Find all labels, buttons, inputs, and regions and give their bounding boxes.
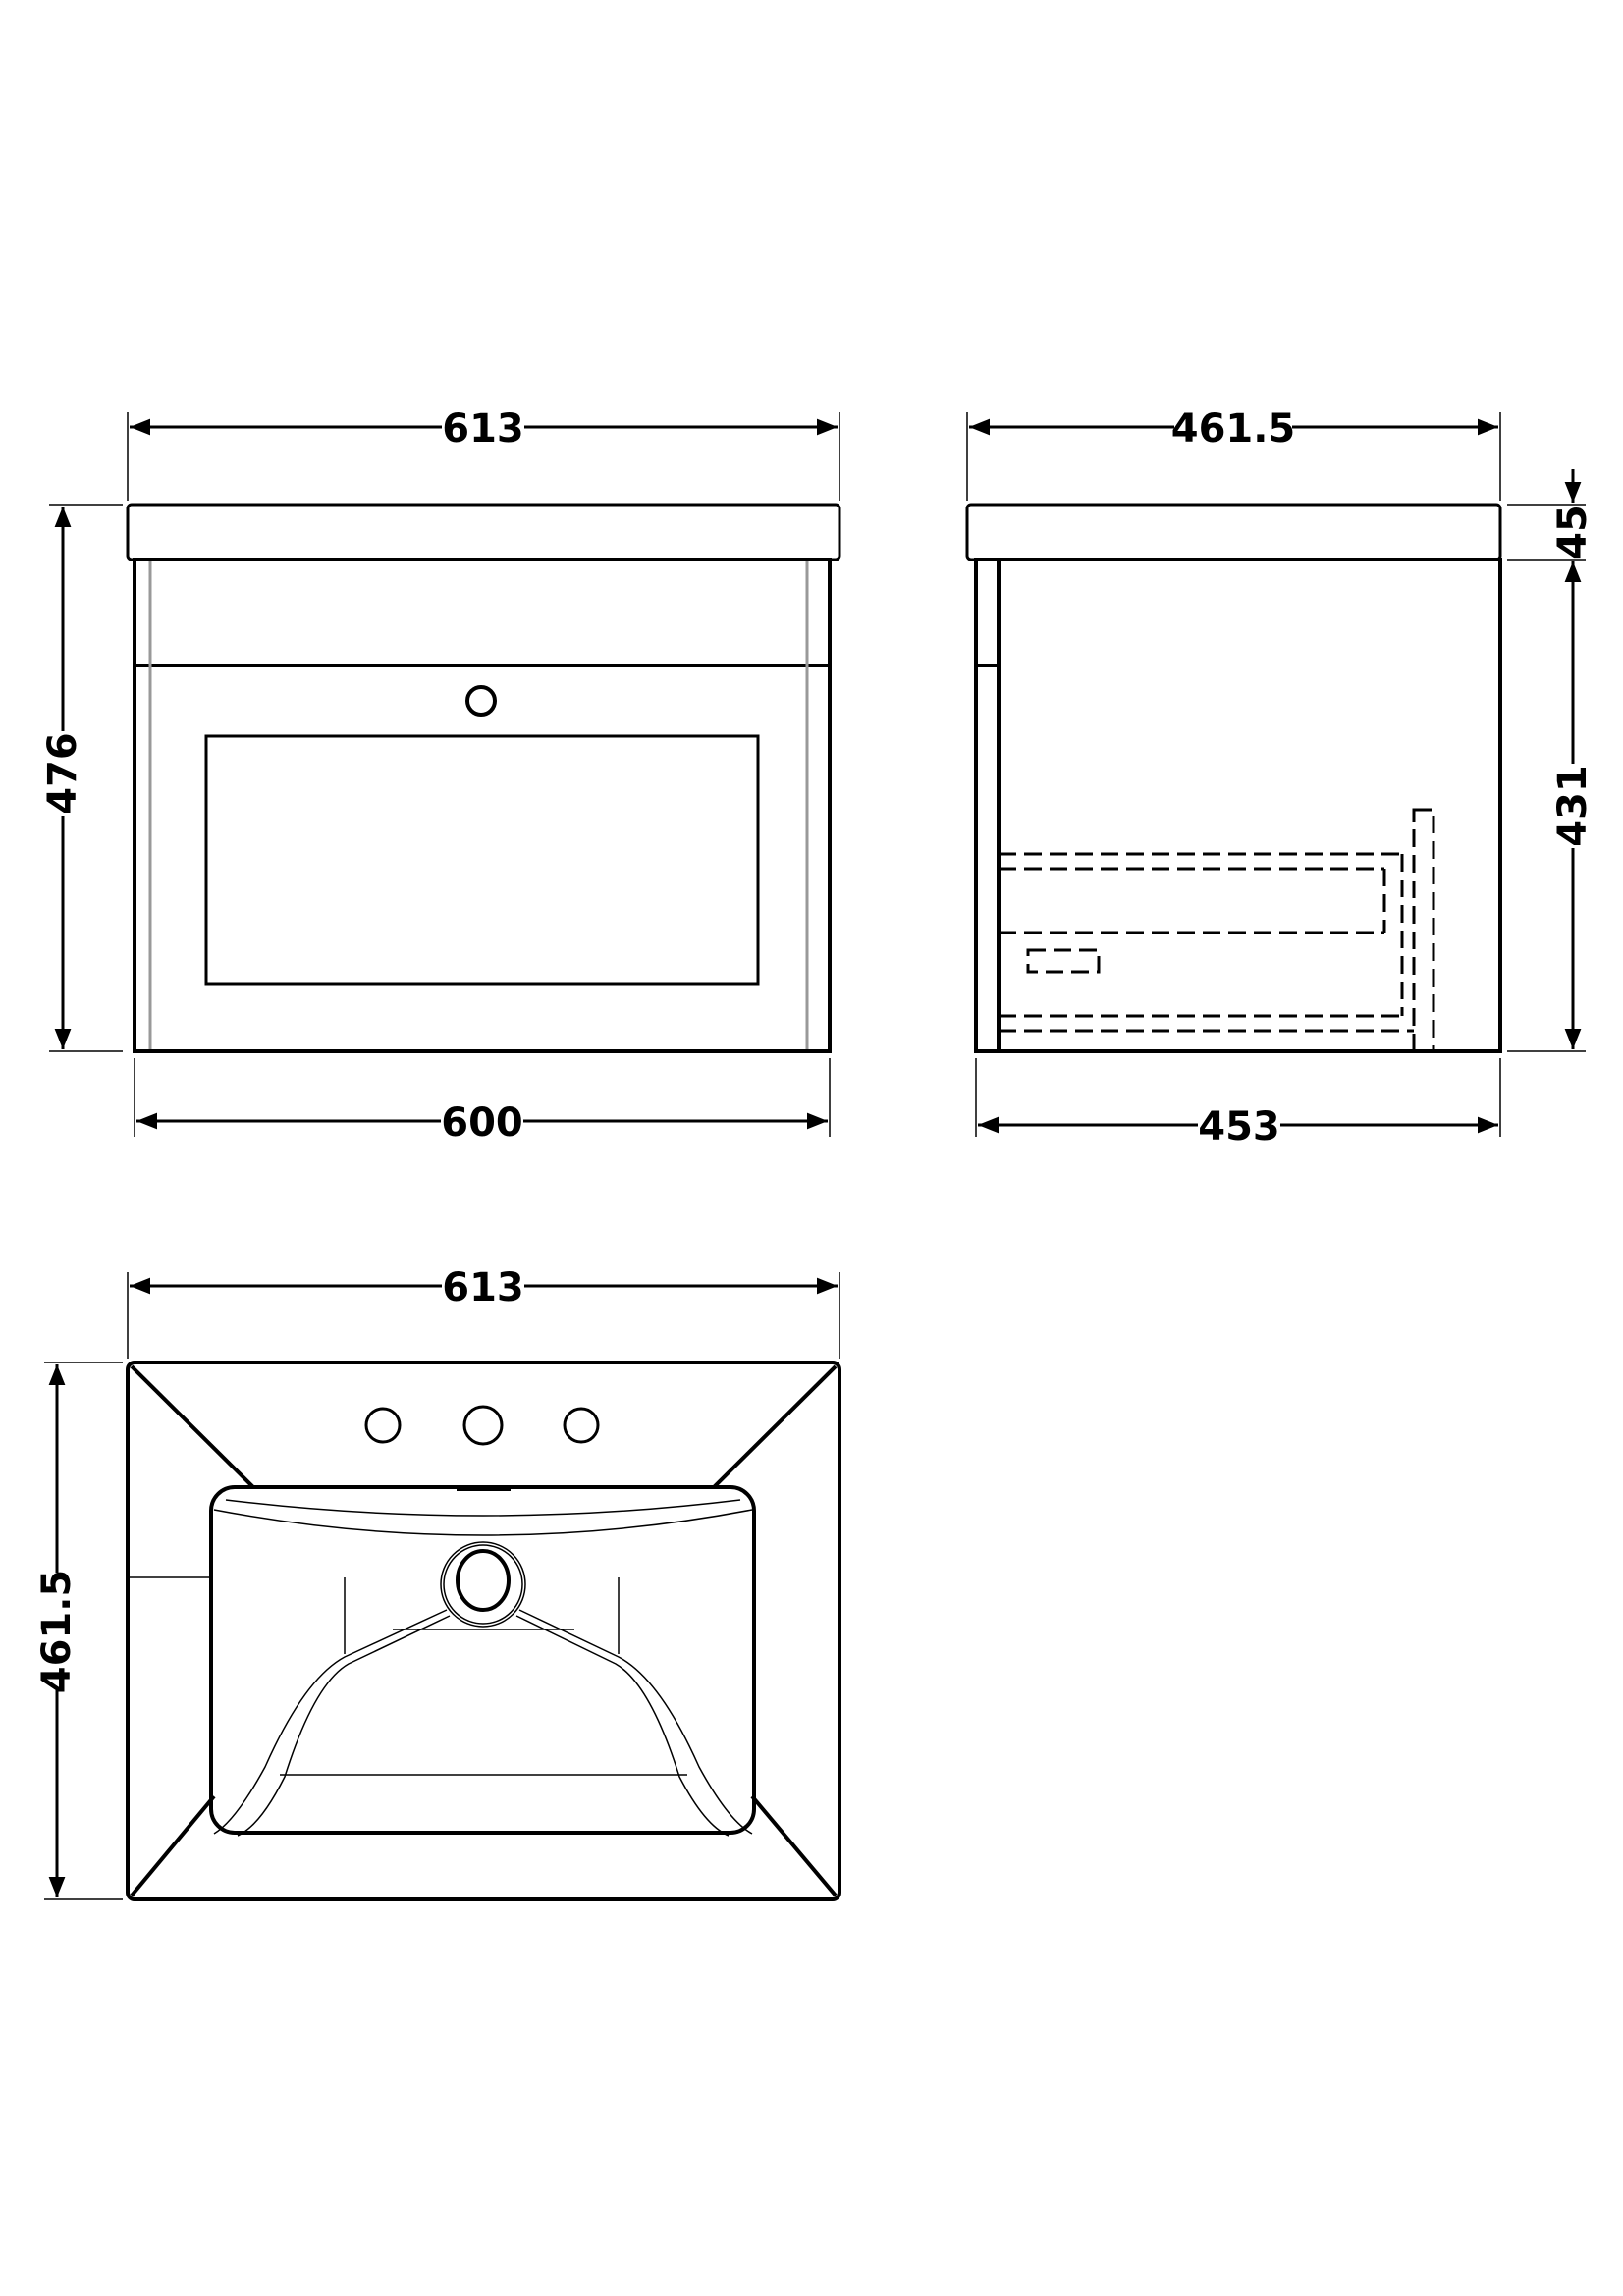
basin-bowl bbox=[209, 1485, 756, 1835]
cabinet-depth-label: 453 bbox=[1198, 1104, 1280, 1149]
tap-hole-right bbox=[563, 1407, 600, 1444]
basin-top-front bbox=[126, 503, 841, 561]
side-depth-dimension: 461.5 bbox=[966, 404, 1501, 501]
drawer-hidden-lines bbox=[999, 808, 1435, 1053]
front-width-dimension: 613 bbox=[127, 404, 840, 501]
tap-hole-left bbox=[364, 1407, 402, 1444]
front-height-dimension: 476 bbox=[39, 504, 123, 1052]
drawer-handle-hidden bbox=[1026, 948, 1101, 974]
side-depth-label: 461.5 bbox=[1171, 406, 1296, 452]
basin-outline bbox=[126, 1361, 841, 1901]
cabinet-width-dimension: 600 bbox=[134, 1058, 831, 1146]
cabinet-width-label: 600 bbox=[441, 1100, 523, 1146]
drawer-panel bbox=[204, 734, 760, 986]
top-thickness-dimension: 45 bbox=[1507, 469, 1596, 561]
basin-lip bbox=[213, 1509, 753, 1536]
basin-top-side bbox=[965, 503, 1502, 561]
bowl-contour-lines bbox=[128, 1576, 753, 1837]
cabinet-side bbox=[974, 558, 1502, 1053]
waste-outer bbox=[440, 1541, 526, 1628]
front-width-label: 613 bbox=[442, 406, 524, 452]
top-thickness-label: 45 bbox=[1550, 505, 1596, 560]
cabinet-front bbox=[133, 558, 832, 1053]
cabinet-height-label: 431 bbox=[1550, 765, 1596, 847]
front-view: 613 476 600 bbox=[39, 404, 841, 1146]
tap-hole-center bbox=[462, 1405, 504, 1446]
plan-width-label: 613 bbox=[442, 1265, 524, 1310]
plan-width-dimension: 613 bbox=[127, 1263, 840, 1359]
waste-hole bbox=[456, 1549, 511, 1612]
front-height-label: 476 bbox=[40, 732, 85, 815]
plan-depth-label: 461.5 bbox=[34, 1570, 80, 1694]
cabinet-depth-dimension: 453 bbox=[975, 1058, 1501, 1149]
side-view: 461.5 45 431 bbox=[965, 404, 1596, 1149]
plan-view: 613 bbox=[33, 1263, 841, 1901]
basin-bevel-lines bbox=[130, 1364, 838, 1897]
drawer-knob bbox=[465, 685, 497, 717]
cabinet-height-dimension: 431 bbox=[1507, 561, 1596, 1052]
plan-depth-dimension: 461.5 bbox=[33, 1362, 123, 1900]
